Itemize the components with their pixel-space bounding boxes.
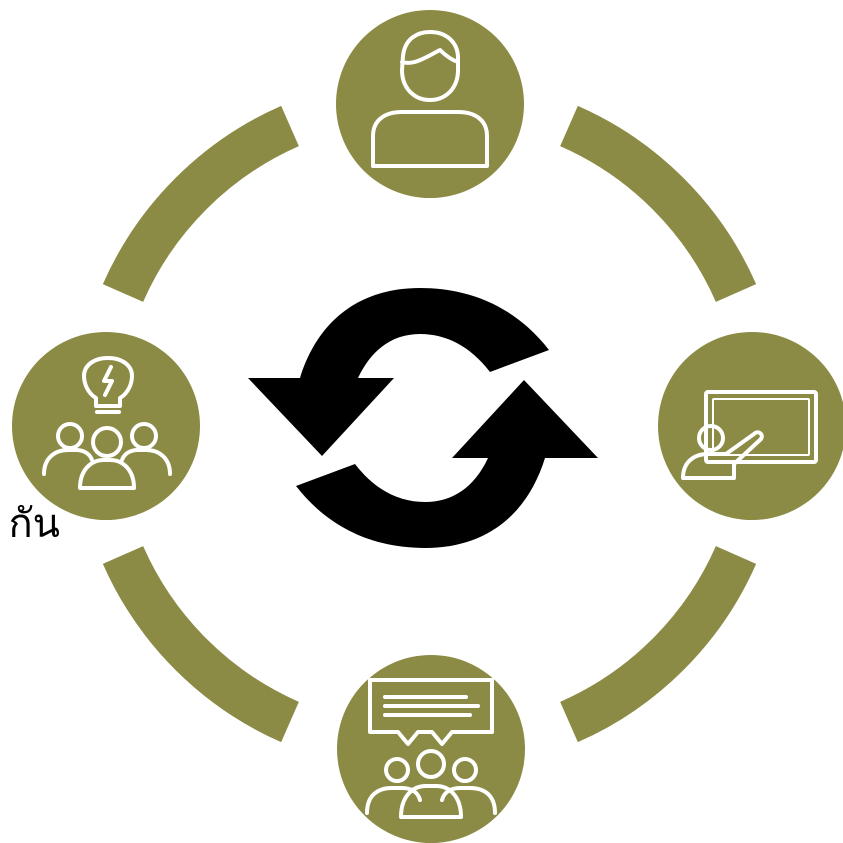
- ring-arcs: [102, 105, 757, 743]
- node-right: [658, 332, 843, 520]
- person-icon: [371, 30, 489, 168]
- presenter-at-board-icon: [681, 390, 818, 480]
- partial-label-text: กัน: [8, 501, 60, 547]
- node-bottom: [337, 655, 525, 843]
- arc-bottom-left: [102, 545, 300, 743]
- group-discussion-icon: [365, 678, 497, 819]
- team-idea-icon: [42, 356, 172, 490]
- refresh-cycle-icon: [248, 288, 598, 548]
- arc-bottom-right: [559, 545, 757, 743]
- arc-top-left: [102, 105, 300, 303]
- node-top: [336, 10, 524, 198]
- node-left: [12, 332, 200, 520]
- partial-label: กัน: [0, 496, 62, 556]
- arc-top-right: [559, 105, 757, 303]
